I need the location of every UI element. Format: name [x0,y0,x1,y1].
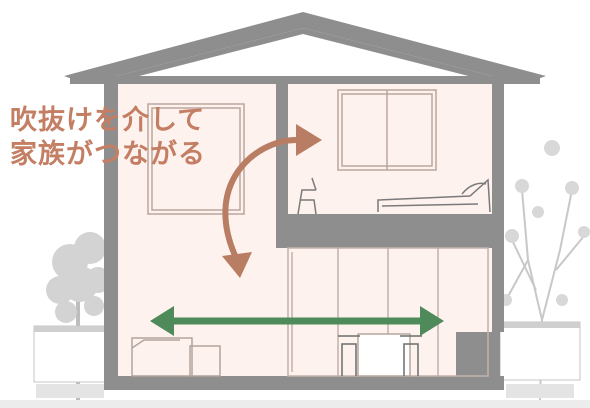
left-fence [33,325,107,398]
second-floor-slab [276,214,504,248]
right-wall [492,80,504,332]
ground-line [0,400,590,408]
caption-line-1: 吹抜けを介して [10,105,206,136]
roof-eave [70,76,540,84]
upstairs-window [337,89,437,171]
upstairs-bed [377,178,491,213]
second-floor-partition [276,84,288,226]
void-window [147,103,245,215]
left-wall [104,80,118,386]
right-fence [499,321,581,398]
left-tree [46,232,111,400]
right-lower-wall [456,332,500,376]
upstairs-chair [297,177,317,215]
curved-double-arrow-icon [222,124,322,278]
sofa [131,337,221,377]
dining-set [338,333,422,377]
caption: 吹抜けを介して 家族がつながる [10,104,206,172]
caption-line-2: 家族がつながる [10,139,206,170]
ground-floor-slab [104,376,504,390]
horizontal-double-arrow-icon [150,306,444,336]
